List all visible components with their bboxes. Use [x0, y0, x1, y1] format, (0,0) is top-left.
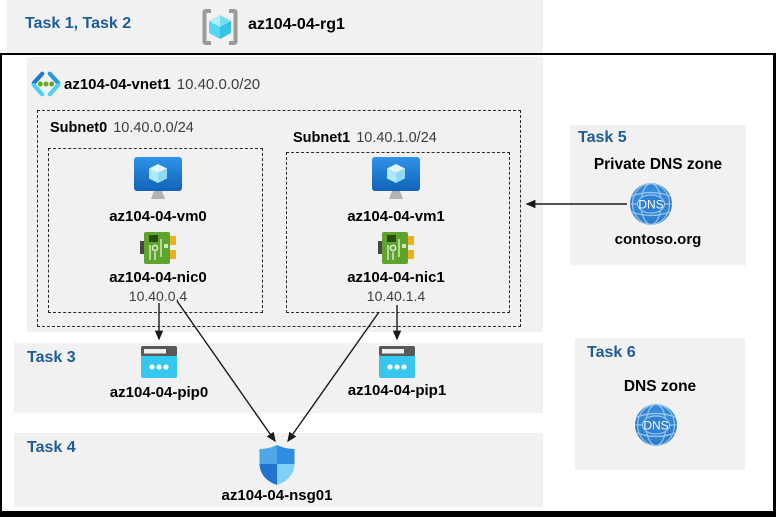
subnet1-name: Subnet1 [293, 130, 351, 146]
vm0-name: az104-04-vm0 [109, 208, 207, 225]
virtual-machine-icon [372, 157, 420, 199]
private-dns-zone-name: contoso.org [614, 231, 702, 248]
pip1-name: az104-04-pip1 [347, 382, 447, 399]
subnet1-cidr: 10.40.1.0/24 [356, 130, 437, 146]
vm1-stack: az104-04-vm1 az104-04-nic1 10.40.1.4 [306, 157, 486, 304]
private-dns-zone-title: Private DNS zone [593, 156, 723, 173]
nsg-shield-icon [259, 445, 295, 485]
nic0-name: az104-04-nic0 [109, 269, 207, 286]
subnet1-title: Subnet1 10.40.1.0/24 [293, 129, 437, 147]
task5-label: Task 5 [578, 129, 627, 146]
diagram-border [0, 53, 776, 517]
task6-label: Task 6 [587, 344, 636, 361]
task4-label: Task 4 [27, 439, 76, 456]
dns-icon-text: DNS [643, 419, 668, 433]
public-ip-icon [141, 346, 177, 378]
virtual-network-icon [31, 71, 61, 97]
nsg-name: az104-04-nsg01 [221, 487, 333, 504]
nic1-ip: 10.40.1.4 [366, 288, 426, 304]
task3-row [14, 343, 543, 413]
public-ip-icon [379, 346, 415, 378]
resource-group-name: az104-04-rg1 [248, 16, 345, 33]
task-1-2-label: Task 1, Task 2 [25, 15, 132, 32]
resource-group-bar [7, 0, 543, 53]
nic-icon [140, 232, 176, 264]
resource-group-icon [202, 9, 238, 45]
nic-icon [378, 232, 414, 264]
subnets-dashed-container [37, 110, 521, 327]
subnet0-title: Subnet0 10.40.0.0/24 [50, 119, 194, 137]
vnet-name: az104-04-vnet1 [64, 76, 171, 93]
vm0-stack: az104-04-vm0 az104-04-nic0 10.40.0.4 [68, 157, 248, 304]
dns-icon-text: DNS [638, 198, 663, 212]
vnet-cidr: 10.40.0.0/20 [176, 76, 261, 93]
dns-zone-icon: DNS [635, 403, 677, 447]
vnet-title: az104-04-vnet1 10.40.0.0/20 [64, 76, 260, 94]
task3-label: Task 3 [27, 349, 76, 366]
virtual-machine-icon [134, 157, 182, 199]
dns-zone-icon: DNS [630, 182, 672, 226]
vnet-panel [27, 57, 543, 332]
vm1-name: az104-04-vm1 [347, 208, 445, 225]
nic1-name: az104-04-nic1 [347, 269, 445, 286]
pip0-name: az104-04-pip0 [109, 384, 209, 401]
nic0-ip: 10.40.0.4 [128, 288, 188, 304]
task6-box [575, 338, 745, 470]
subnet0-cidr: 10.40.0.0/24 [113, 120, 194, 136]
subnet0-name: Subnet0 [50, 120, 108, 136]
dns-zone-title: DNS zone [623, 378, 697, 395]
subnet1-box [286, 152, 510, 313]
subnet0-box [48, 148, 263, 313]
